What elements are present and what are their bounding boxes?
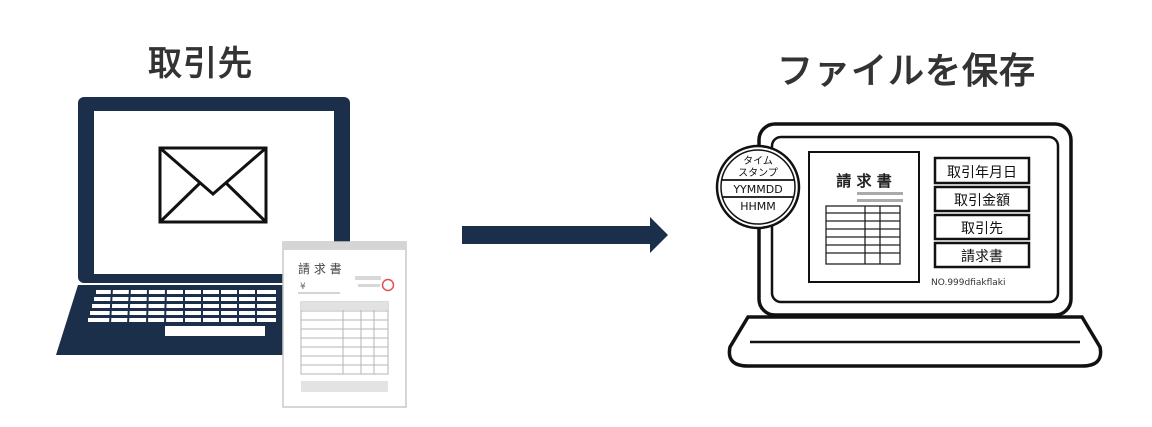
field-transaction-amount: 取引金額: [933, 185, 1031, 213]
save-file-title: ファイルを保存: [777, 51, 1037, 92]
field-label: 請求書: [961, 249, 1003, 265]
invoice-icon: 請 求 書 ¥: [282, 241, 407, 408]
field-transaction-date: 取引年月日: [933, 156, 1031, 185]
stamp-line-2: スタンプ: [738, 167, 778, 179]
sender-title: 取引先: [148, 44, 253, 84]
invoice-title: 請 求 書: [298, 262, 342, 276]
invoice-seal-icon: [381, 278, 395, 292]
stamp-date: YYMMDD: [732, 183, 782, 196]
field-label: 取引先: [961, 221, 1003, 237]
invoice-yen-label: ¥: [300, 282, 306, 292]
document-number: NO.999dfiakflaki: [931, 278, 1006, 288]
envelope-icon: [158, 146, 268, 224]
saved-invoice-document: 請 求 書: [808, 151, 920, 283]
metadata-fields: 取引年月日 取引金額 取引先 請求書 NO.999dfiakflaki: [931, 156, 1031, 288]
field-invoice: 請求書: [933, 241, 1031, 269]
stamp-time: HHMM: [740, 200, 776, 213]
field-label: 取引年月日: [947, 165, 1017, 181]
timestamp-icon: タイム スタンプ YYMMDD HHMM: [715, 144, 801, 230]
stamp-line-1: タイム: [743, 155, 773, 167]
field-business-partner: 取引先: [933, 213, 1031, 241]
field-label: 取引金額: [954, 193, 1010, 209]
arrow-right-icon: [462, 217, 668, 253]
sender-laptop-icon: [56, 97, 372, 355]
saved-invoice-title: 請 求 書: [836, 172, 891, 190]
